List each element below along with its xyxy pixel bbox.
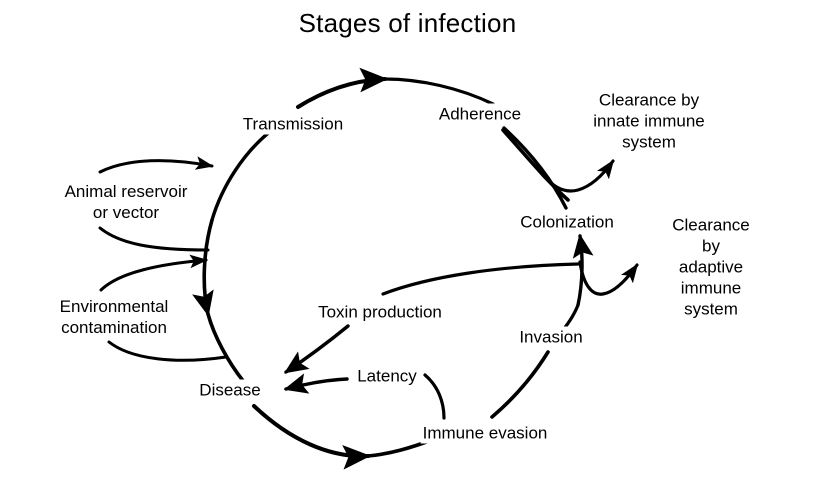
arc-bottom-left-to-disease: [252, 404, 371, 470]
node-clearance-innate-immune-system[interactable]: Clearance by innate immune system: [591, 89, 707, 153]
line-environmental-to-disease-arc: [107, 340, 228, 362]
arrow-to-innate-clearance: [535, 159, 615, 193]
node-colonization[interactable]: Colonization: [518, 211, 616, 233]
node-environmental-contamination[interactable]: Environmental contamination: [57, 296, 171, 338]
arc-invasion-to-immune-evasion: [490, 350, 550, 419]
arrow-to-adaptive-clearance: [578, 260, 639, 296]
node-adherence[interactable]: Adherence: [436, 103, 524, 125]
node-animal-reservoir-or-vector[interactable]: Animal reservoir or vector: [62, 181, 190, 223]
node-invasion[interactable]: Invasion: [517, 326, 585, 348]
arrow-latency-to-disease: [283, 373, 349, 394]
arc-latency-to-immune-evasion: [423, 373, 446, 420]
node-transmission[interactable]: Transmission: [240, 113, 346, 135]
page-title: Stages of infection: [298, 8, 517, 38]
arc-adherence-to-colonization: [502, 126, 568, 210]
arrow-toxin-to-colonization: [381, 262, 580, 296]
arrow-animal-reservoir-to-transmission: [98, 156, 214, 174]
arc-left-up-to-transmission: [192, 218, 214, 317]
node-clearance-adaptive-immune-system[interactable]: Clearance by adaptive immune system: [659, 214, 763, 320]
node-immune-evasion[interactable]: Immune evasion: [420, 422, 550, 444]
arrow-toxin-production-to-disease: [284, 324, 350, 374]
node-latency[interactable]: Latency: [355, 365, 419, 387]
line-animal-reservoir-to-cycle: [98, 226, 210, 252]
arrow-environmental-to-cycle: [99, 254, 208, 292]
node-toxin-production[interactable]: Toxin production: [316, 301, 444, 323]
node-disease[interactable]: Disease: [197, 379, 263, 401]
arc-transmission-to-adherence: [296, 67, 388, 109]
arc-left-to-transmission: [210, 128, 274, 222]
arc-disease-to-left-up: [206, 312, 246, 384]
arc-top-right-segment: [383, 77, 495, 106]
